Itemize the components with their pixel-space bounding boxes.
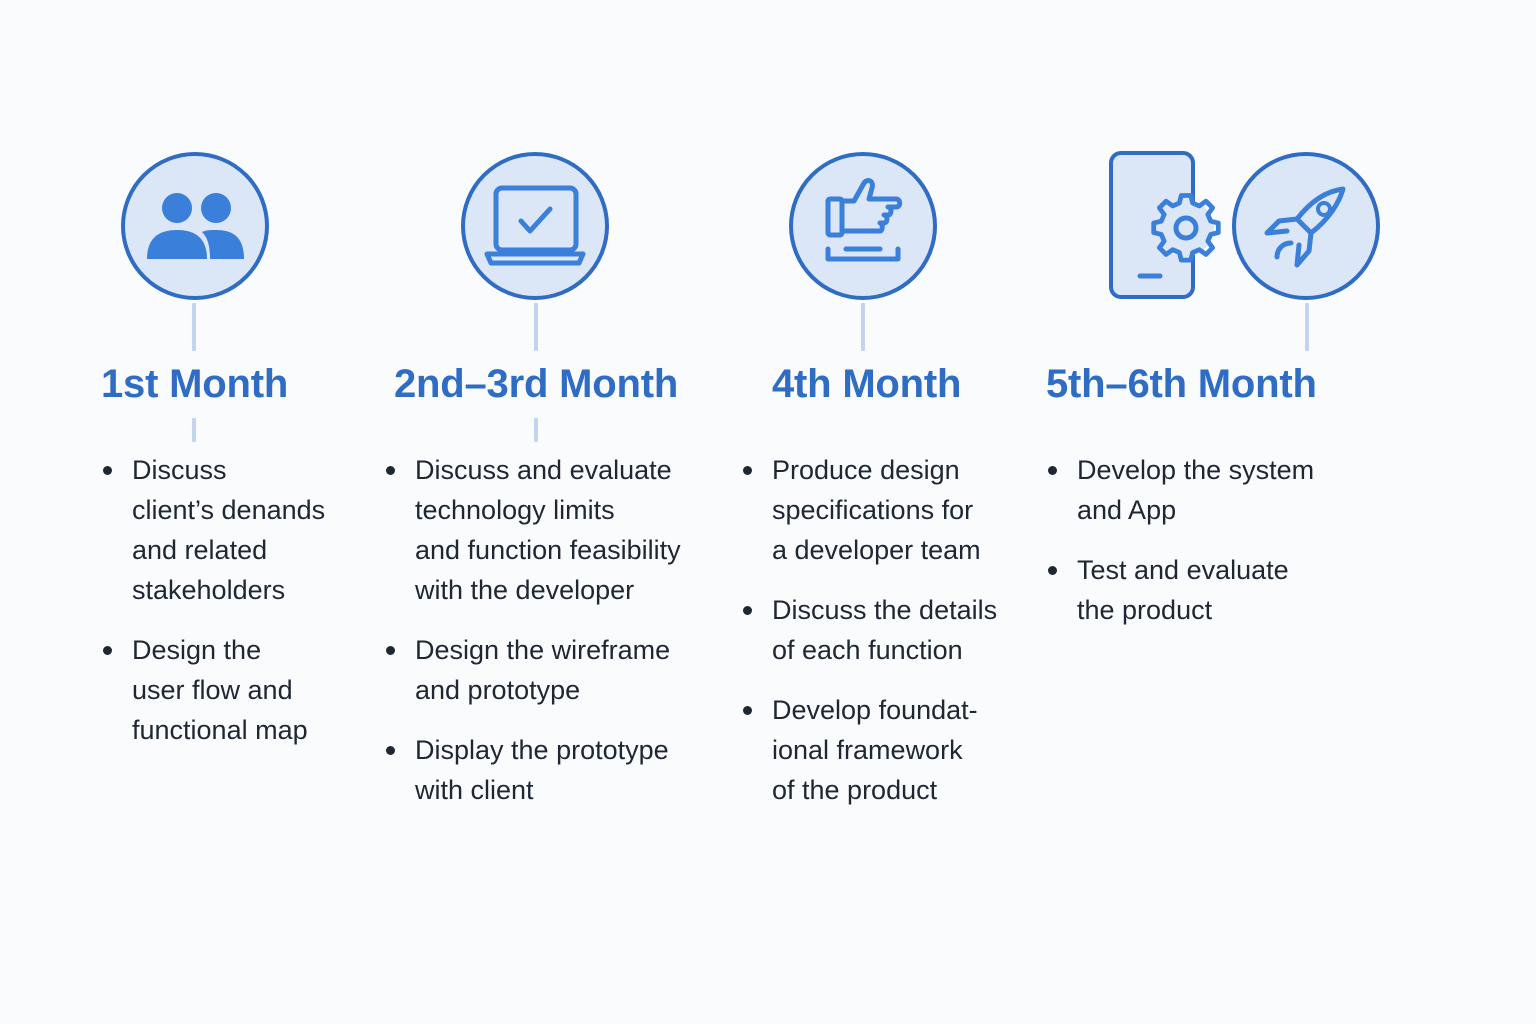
phase-2-connector-upper [534,303,538,351]
phase-1-connector-lower [192,418,196,442]
task-item: Design the wireframe and prototype [385,630,681,710]
phase-1-task-list: Discuss client’s denands and related sta… [102,450,325,770]
phase-2-icon-circle [460,151,610,301]
task-item: Test and evaluate the product [1047,550,1314,630]
rocket-icon [1232,152,1380,300]
phase-2-task-list: Discuss and evaluate technology limits a… [385,450,681,830]
phase-4-task-list: Develop the system and App Test and eval… [1047,450,1314,650]
task-item: Display the prototype with client [385,730,681,810]
people-icon [121,152,269,300]
phase-1-connector-upper [192,303,196,351]
phase-3-task-list: Produce design specifications for a deve… [742,450,997,830]
phase-2-connector-lower [534,418,538,442]
phase-3-icon-circle [788,151,938,301]
task-item: Develop foundat- ional framework of the … [742,690,997,810]
phase-2-title: 2nd–3rd Month [394,362,679,406]
task-item: Discuss client’s denands and related sta… [102,450,325,610]
phone-gear-icon [1109,151,1221,299]
phase-4-phone-gear [1108,150,1228,300]
phase-3-connector-upper [861,303,865,351]
task-item: Design the user flow and functional map [102,630,325,750]
task-item: Produce design specifications for a deve… [742,450,997,570]
hand-pointing-icon [789,152,937,300]
phase-4-connector-upper [1305,303,1309,351]
task-item: Discuss and evaluate technology limits a… [385,450,681,610]
phase-3-title: 4th Month [772,362,962,406]
phase-1-icon-circle [120,151,270,301]
laptop-check-icon [461,152,609,300]
phase-4-title: 5th–6th Month [1046,362,1317,406]
task-item: Develop the system and App [1047,450,1314,530]
phase-4-icon-circle [1231,151,1381,301]
phase-1-title: 1st Month [101,362,289,406]
task-item: Discuss the details of each function [742,590,997,670]
